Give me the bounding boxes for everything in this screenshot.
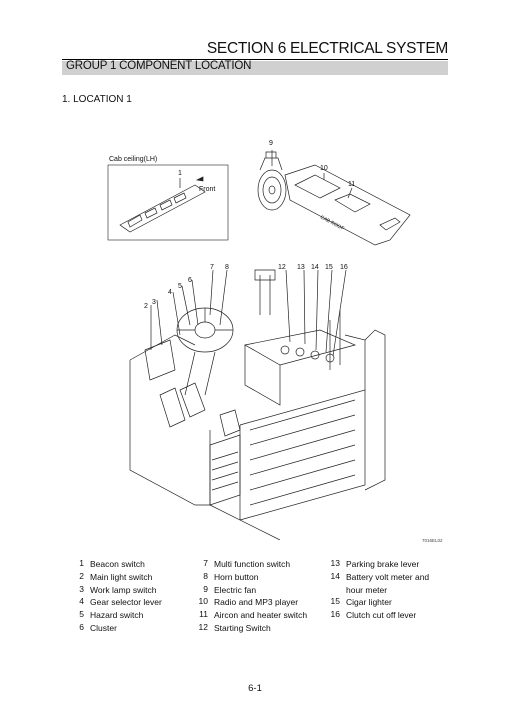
- callout-13: 13: [297, 264, 305, 271]
- group-title-bar: [62, 61, 448, 75]
- sub-heading: 1. LOCATION 1: [62, 94, 132, 105]
- component-location-figure: Cab ceiling(LH) Front CAB ROOF 1 2 3 4 5…: [107, 140, 411, 540]
- callout-3: 3: [152, 299, 156, 306]
- callout-10: 10: [320, 165, 328, 172]
- callout-16: 16: [340, 264, 348, 271]
- callout-2: 2: [144, 303, 148, 310]
- callout-15: 15: [325, 264, 333, 271]
- group-title: GROUP 1 COMPONENT LOCATION: [66, 60, 252, 72]
- front-label: Front: [199, 186, 215, 193]
- callout-12: 12: [278, 264, 286, 271]
- cab-ceiling-label: Cab ceiling(LH): [109, 156, 157, 163]
- section-title: SECTION 6 ELECTRICAL SYSTEM: [206, 40, 448, 57]
- callout-1: 1: [178, 170, 182, 177]
- callout-8: 8: [225, 264, 229, 271]
- title-rule: [62, 59, 448, 60]
- cab-roof-label: CAB ROOF: [319, 214, 345, 232]
- page-number: 6-1: [248, 683, 262, 694]
- callout-6: 6: [188, 277, 192, 284]
- callout-11: 11: [348, 181, 355, 188]
- callout-5: 5: [178, 283, 182, 290]
- callout-4: 4: [168, 289, 172, 296]
- figure-code: 7016EL02: [422, 538, 443, 543]
- callout-9: 9: [269, 140, 273, 147]
- callout-7: 7: [210, 264, 214, 271]
- callout-14: 14: [311, 264, 319, 271]
